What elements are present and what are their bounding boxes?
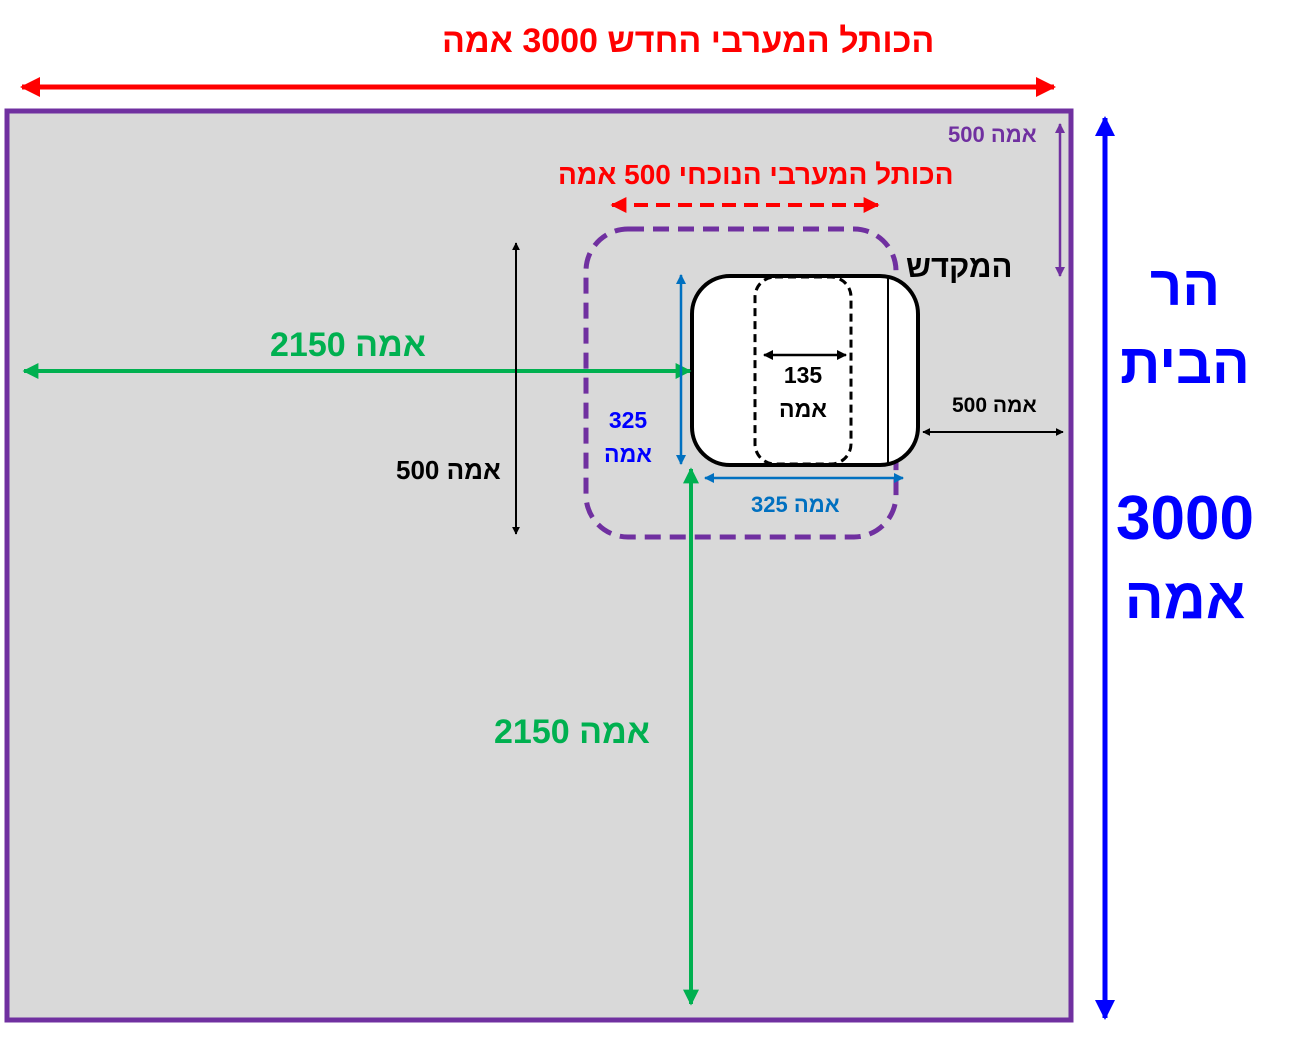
vertical-500-label: 500 אמה — [396, 455, 501, 485]
new-wall-label: הכותל המערבי החדש 3000 אמה — [442, 22, 935, 60]
mount-size-line1: 3000 — [1116, 484, 1254, 553]
mount-name-line2: הבית — [1120, 332, 1250, 395]
temple-mount-square — [4, 108, 1074, 1023]
east-gap-label: 500 אמה — [952, 394, 1037, 417]
south-distance-label: 2150 אמה — [494, 713, 650, 751]
temple-label: המקדש — [906, 249, 1013, 284]
inner-width-label-line1: 135 — [783, 362, 823, 388]
temple-inner-dashed — [753, 275, 853, 466]
top-gap-label: 500 אמה — [948, 122, 1037, 147]
west-distance-label: 2150 אמה — [270, 326, 426, 364]
mount-size-line2: אמה — [1124, 566, 1246, 631]
inner-width-label-line2: אמה — [779, 396, 827, 422]
current-wall-label: הכותל המערבי הנוכחי 500 אמה — [558, 159, 954, 190]
side-width-label-line1: 325 — [608, 407, 648, 433]
side-width-label-line2: אמה — [604, 441, 652, 467]
mount-name-line1: הר — [1149, 254, 1221, 317]
bottom-width-label: 325 אמה — [751, 492, 840, 517]
